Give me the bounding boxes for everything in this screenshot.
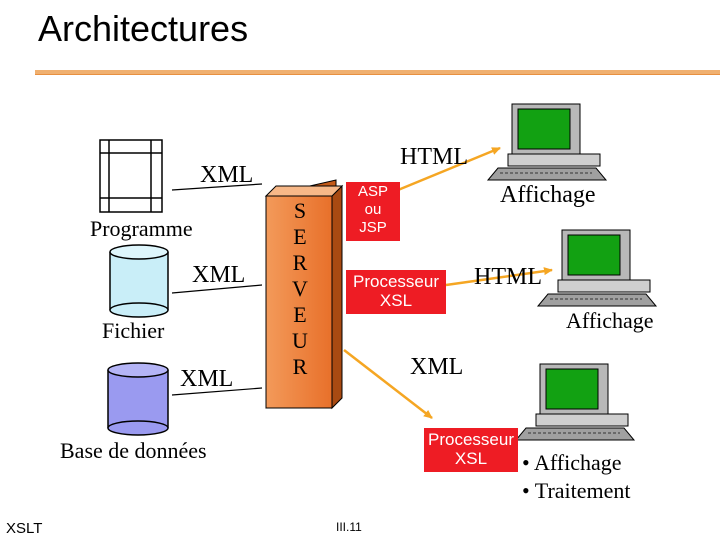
computer-icon-2 bbox=[536, 229, 658, 307]
fichier-cylinder-icon bbox=[109, 244, 169, 318]
server-letter: S bbox=[293, 198, 307, 223]
html-output-label-2: HTML bbox=[474, 264, 542, 290]
xsl-processor-box-2: Processeur XSL bbox=[424, 428, 518, 472]
computer-icon-3 bbox=[514, 363, 636, 441]
computer-icon-1 bbox=[486, 103, 608, 181]
programme-label: Programme bbox=[90, 216, 193, 241]
ou-line: ou bbox=[364, 201, 382, 218]
page-number: III.11 bbox=[336, 520, 362, 534]
xsl-line: XSL bbox=[379, 291, 413, 310]
programme-xml-label: XML bbox=[200, 162, 254, 188]
affichage-label-2: Affichage bbox=[566, 308, 654, 333]
fichier-label: Fichier bbox=[102, 318, 165, 343]
jsp-line: JSP bbox=[359, 219, 387, 236]
title-underline bbox=[35, 70, 720, 75]
fichier-xml-label: XML bbox=[192, 262, 246, 288]
server-letter: U bbox=[292, 328, 308, 353]
server-label: S E R V E U R bbox=[280, 198, 320, 380]
database-label: Base de données bbox=[60, 438, 207, 463]
footer-left: XSLT bbox=[6, 520, 43, 537]
server-letter: E bbox=[293, 224, 307, 249]
asp-jsp-box: ASP ou JSP bbox=[346, 182, 400, 241]
bullet-traitement: • Traitement bbox=[522, 478, 631, 503]
xsl-line: XSL bbox=[454, 449, 488, 468]
programme-window-icon bbox=[99, 139, 163, 213]
processor-line: Processeur bbox=[428, 430, 514, 449]
server-letter: R bbox=[292, 250, 308, 275]
slide-title: Architectures bbox=[38, 8, 249, 49]
server-letter: R bbox=[292, 354, 308, 379]
html-output-label-1: HTML bbox=[400, 144, 468, 170]
processor-line: Processeur bbox=[353, 272, 439, 291]
database-xml-label: XML bbox=[180, 366, 234, 392]
bullet-affichage: • Affichage bbox=[522, 450, 622, 475]
server-letter: E bbox=[293, 302, 307, 327]
affichage-label-1: Affichage bbox=[500, 182, 596, 208]
xml-output-label: XML bbox=[410, 354, 464, 380]
server-letter: V bbox=[292, 276, 308, 301]
asp-line: ASP bbox=[357, 183, 388, 200]
xsl-processor-box-1: Processeur XSL bbox=[346, 270, 446, 314]
database-cylinder-icon bbox=[107, 362, 169, 436]
server-box bbox=[264, 179, 344, 410]
